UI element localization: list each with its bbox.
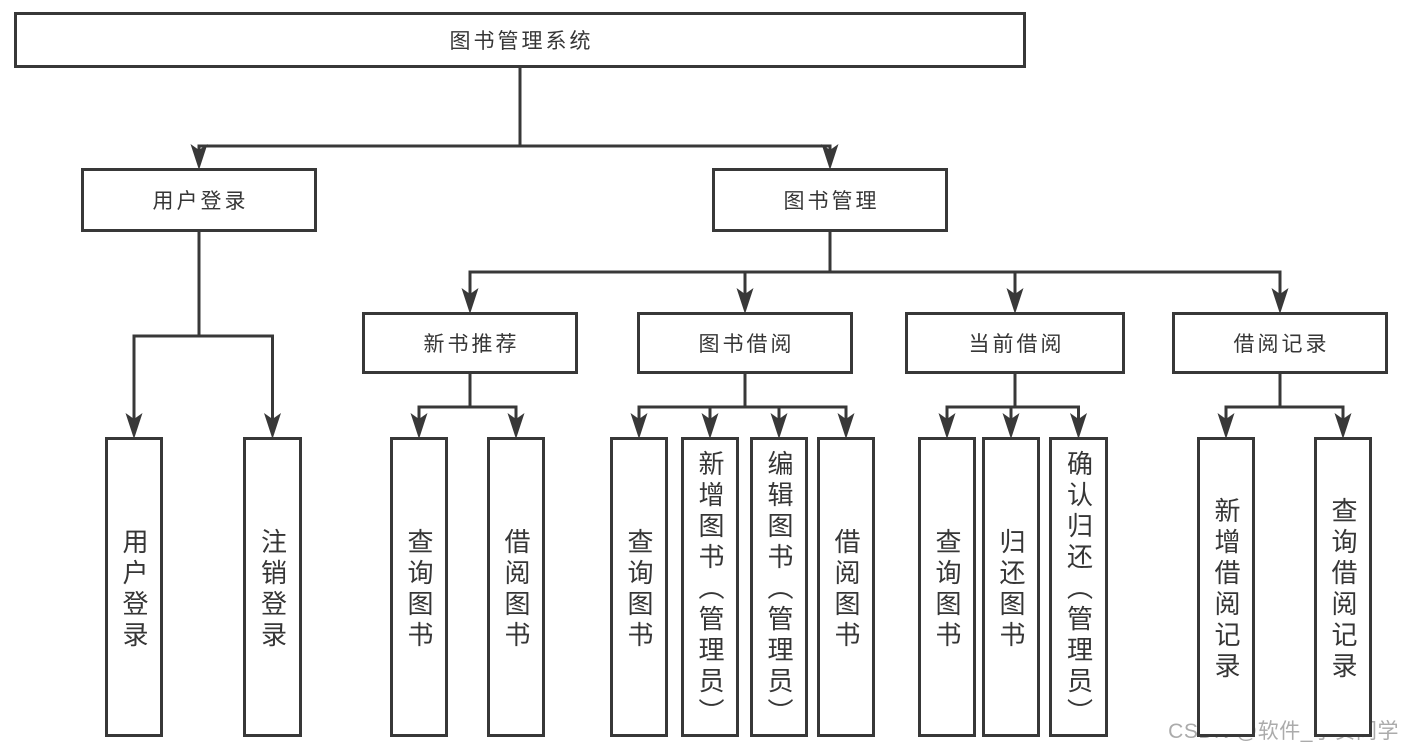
node-book-management: 图书管理 — [712, 168, 948, 232]
arrowhead-icon — [125, 413, 143, 439]
arrowhead-icon — [507, 413, 525, 439]
node-label-current-borrowing: 当前借阅 — [968, 333, 1065, 356]
node-borrowing-records: 借阅记录 — [1172, 312, 1388, 374]
arrowhead-icon — [264, 413, 281, 439]
node-bb-edit-books: 编辑图书（管理员） — [750, 437, 808, 737]
node-label-cb-query-books: 查询图书 — [932, 527, 962, 652]
node-bb-query-books: 查询图书 — [610, 437, 668, 737]
node-label-root: 图书管理系统 — [449, 30, 594, 53]
arrowhead-icon — [938, 413, 956, 439]
node-leaf-logout: 注销登录 — [243, 437, 302, 737]
node-bb-add-books: 新增图书（管理员） — [681, 437, 739, 737]
node-label-cb-return-books: 归还图书 — [996, 527, 1026, 652]
node-label-nbr-borrow-books: 借阅图书 — [501, 527, 531, 652]
node-label-br-query-record: 查询借阅记录 — [1328, 496, 1358, 683]
arrowhead-icon — [736, 288, 754, 314]
node-label-book-borrowing: 图书借阅 — [698, 333, 795, 356]
arrowhead-icon — [701, 413, 719, 439]
node-label-bb-add-books: 新增图书（管理员） — [695, 450, 725, 729]
node-label-bb-borrow-books: 借阅图书 — [831, 527, 861, 652]
arrowhead-icon — [821, 144, 839, 170]
node-cb-return-books: 归还图书 — [982, 437, 1040, 737]
arrowhead-icon — [190, 144, 208, 170]
arrowhead-icon — [630, 413, 648, 439]
node-label-new-book-recommend: 新书推荐 — [423, 333, 520, 356]
arrowhead-icon — [1002, 413, 1020, 439]
node-label-leaf-logout: 注销登录 — [257, 527, 288, 652]
node-label-book-management: 图书管理 — [783, 190, 880, 213]
arrowhead-icon — [410, 413, 428, 439]
node-label-nbr-query-books: 查询图书 — [404, 527, 434, 652]
node-br-query-record: 查询借阅记录 — [1314, 437, 1372, 737]
node-cb-query-books: 查询图书 — [918, 437, 976, 737]
node-label-bb-edit-books: 编辑图书（管理员） — [764, 450, 794, 729]
node-user-login: 用户登录 — [81, 168, 317, 232]
arrowhead-icon — [770, 413, 788, 439]
arrowhead-icon — [1006, 288, 1024, 314]
node-label-bb-query-books: 查询图书 — [624, 527, 654, 652]
arrowhead-icon — [837, 413, 855, 439]
node-label-user-login: 用户登录 — [152, 190, 249, 213]
node-cb-confirm-return: 确认归还（管理员） — [1049, 437, 1108, 737]
node-book-borrowing: 图书借阅 — [637, 312, 853, 374]
node-nbr-query-books: 查询图书 — [390, 437, 448, 737]
node-new-book-recommend: 新书推荐 — [362, 312, 578, 374]
node-label-cb-confirm-return: 确认归还（管理员） — [1063, 450, 1094, 729]
node-label-borrowing-records: 借阅记录 — [1233, 333, 1330, 356]
arrowhead-icon — [1271, 288, 1289, 314]
node-label-leaf-user-login: 用户登录 — [119, 527, 149, 652]
node-br-add-record: 新增借阅记录 — [1197, 437, 1255, 737]
node-nbr-borrow-books: 借阅图书 — [487, 437, 545, 737]
node-current-borrowing: 当前借阅 — [905, 312, 1125, 374]
node-leaf-user-login: 用户登录 — [105, 437, 163, 737]
arrowhead-icon — [1217, 413, 1235, 439]
node-label-br-add-record: 新增借阅记录 — [1211, 496, 1241, 683]
arrowhead-icon — [1070, 413, 1087, 439]
node-bb-borrow-books: 借阅图书 — [817, 437, 875, 737]
arrowhead-icon — [1334, 413, 1352, 439]
node-root: 图书管理系统 — [14, 12, 1026, 68]
arrowhead-icon — [461, 288, 479, 314]
